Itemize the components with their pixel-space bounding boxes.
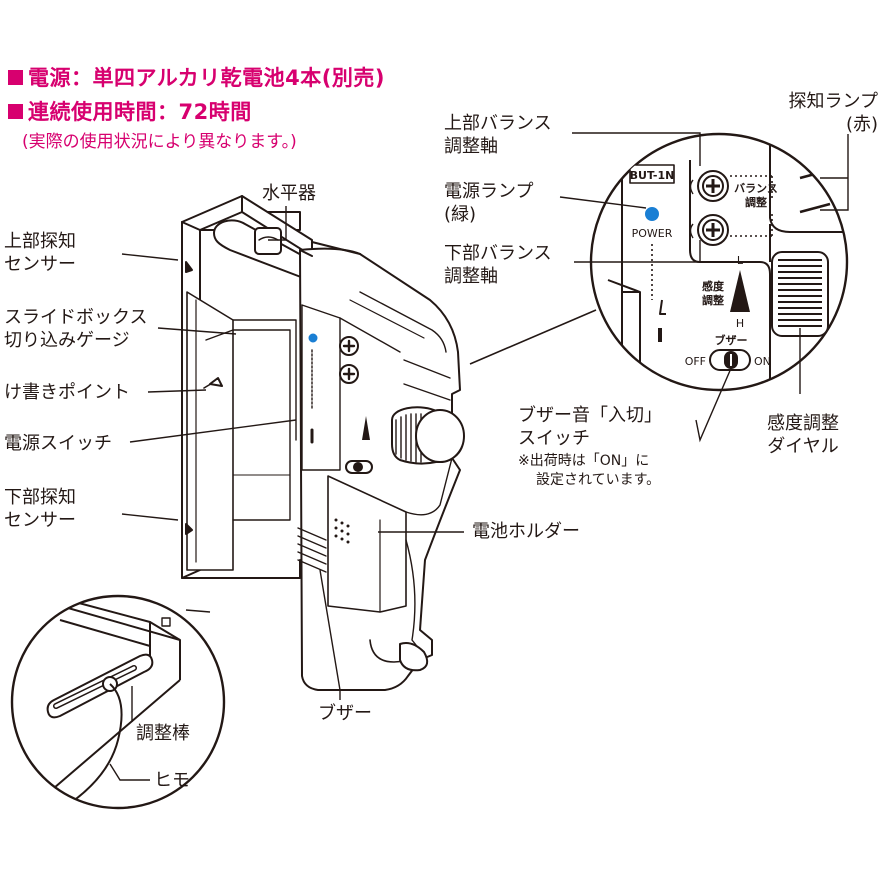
label-upper-balance-line2: 調整軸 — [444, 136, 498, 157]
balance-label: バランス — [734, 182, 778, 195]
label-slide-box-line1: スライドボックス — [4, 307, 148, 328]
label-detect-lamp-line2: (赤) — [845, 114, 878, 135]
label-power-lamp-line1: 電源ランプ — [444, 181, 534, 202]
high-label: H — [736, 317, 744, 330]
label-buzzer-note-line1: ※出荷時は「ON」に — [518, 453, 650, 469]
low-label: L — [737, 254, 744, 267]
label-buzzer-switch-line2: スイッチ — [518, 428, 590, 449]
label-power-lamp: 電源ランプ (緑) — [444, 180, 533, 226]
label-buzzer-switch-line1: ブザー音「入切」 — [518, 405, 662, 426]
small-control-panel — [308, 333, 373, 474]
label-sensitivity-dial-line1: 感度調整 — [767, 413, 839, 434]
square-bullet-icon — [8, 70, 23, 85]
sensitivity-dial-small — [391, 406, 465, 465]
label-lower-balance: 下部バランス 調整軸 — [444, 242, 552, 288]
power-led-label: POWER — [632, 227, 673, 240]
balance-adjust-label: 調整 — [745, 195, 767, 209]
spec-note: (実際の使用状況により異なります。) — [22, 132, 297, 152]
on-label: ON — [754, 355, 771, 368]
label-level: 水平器 — [262, 183, 316, 204]
sensitivity-adjust-label: 調整 — [702, 293, 724, 307]
label-lower-balance-line2: 調整軸 — [444, 266, 498, 287]
off-label: OFF — [685, 355, 706, 368]
spec-power-text: 電源：単四アルカリ乾電池4本(別売) — [28, 66, 385, 90]
zoom-circle-rod — [10, 594, 226, 810]
zoom-circle-panel: BUT-1N POWER バランス 調整 感度 調整 L H ブザー OFF O… — [469, 132, 849, 392]
label-lower-sensor-line2: センサー — [4, 510, 76, 531]
label-sensitivity-dial: 感度調整 ダイヤル — [744, 412, 862, 458]
label-lower-balance-line1: 下部バランス — [444, 243, 552, 264]
label-battery-holder: 電池ホルダー — [472, 521, 580, 542]
device-body — [181, 195, 461, 691]
label-lower-sensor-line1: 下部探知 — [4, 487, 76, 508]
square-bullet-icon — [8, 104, 23, 119]
label-power-switch: 電源スイッチ — [4, 433, 112, 454]
spec-continuous-use: 連続使用時間：72時間 — [8, 96, 252, 126]
label-buzzer: ブザー — [318, 703, 372, 724]
label-power-lamp-line2: (緑) — [444, 204, 477, 225]
leader-lines — [109, 132, 849, 781]
label-slide-box-gauge: スライドボックス 切り込みゲージ — [4, 306, 147, 352]
label-marking-point: け書きポイント — [4, 382, 130, 403]
label-upper-sensor: 上部探知 センサー — [4, 230, 76, 276]
model-label: BUT-1N — [630, 169, 675, 182]
label-upper-balance-line1: 上部バランス — [444, 113, 552, 134]
label-lower-sensor: 下部探知 センサー — [4, 486, 76, 532]
label-sensitivity-dial-line2: ダイヤル — [767, 436, 839, 457]
label-detect-lamp: 探知ランプ (赤) — [760, 90, 878, 136]
label-buzzer-note-line2: 設定されています。 — [536, 472, 661, 488]
label-adjust-rod: 調整棒 — [136, 723, 190, 744]
label-upper-balance: 上部バランス 調整軸 — [444, 112, 552, 158]
label-slide-box-line2: 切り込みゲージ — [4, 330, 130, 351]
label-buzzer-note: ※出荷時は「ON」に 設定されています。 — [518, 452, 660, 490]
spec-power: 電源：単四アルカリ乾電池4本(別売) — [8, 62, 385, 92]
label-string: ヒモ — [154, 770, 190, 791]
buzzer-switch-title: ブザー — [715, 333, 748, 347]
label-buzzer-switch: ブザー音「入切」 スイッチ — [518, 404, 662, 450]
spec-continuous-use-text: 連続使用時間：72時間 — [28, 100, 252, 124]
label-detect-lamp-line1: 探知ランプ — [788, 91, 878, 112]
sensitivity-label: 感度 — [702, 279, 725, 293]
label-upper-sensor-line1: 上部探知 — [4, 231, 76, 252]
label-upper-sensor-line2: センサー — [4, 254, 76, 275]
